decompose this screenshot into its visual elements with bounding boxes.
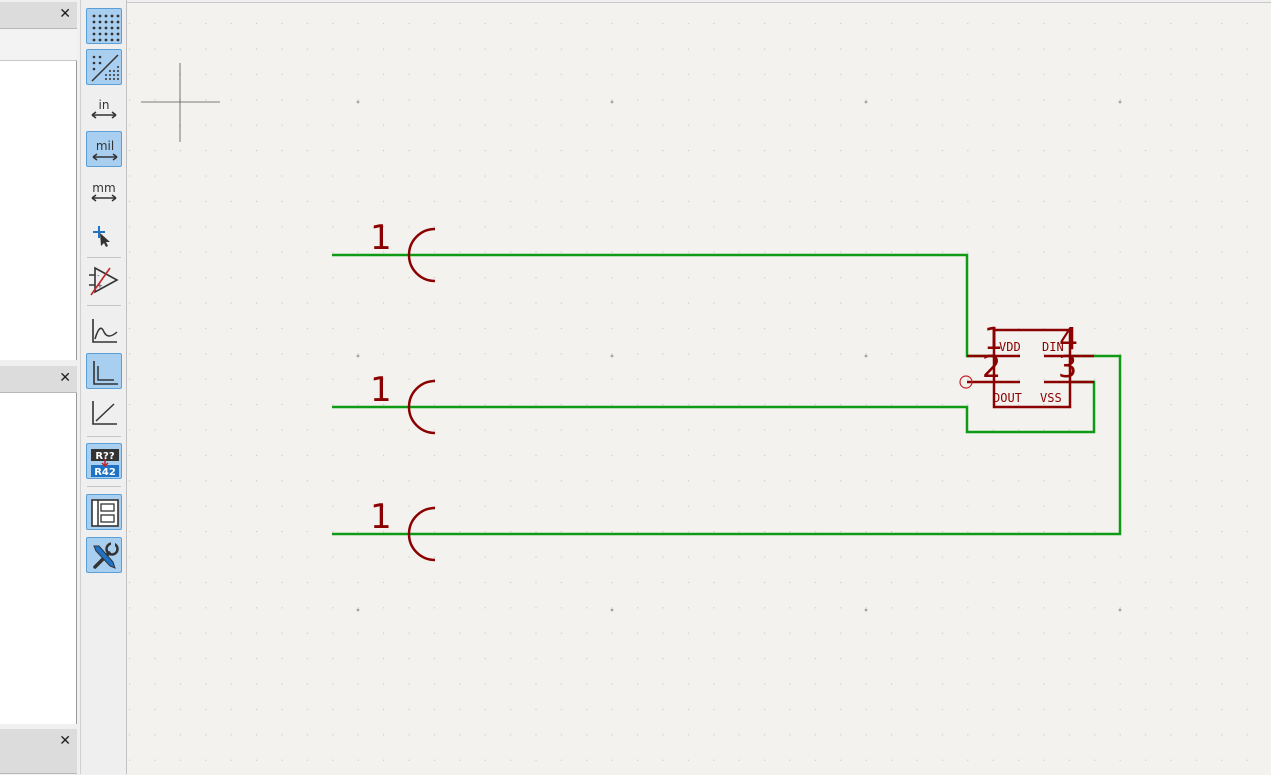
svg-text:mm: mm (92, 181, 115, 195)
chip-pin-3-number: 3 (1058, 350, 1077, 385)
line-mode-45-button[interactable] (86, 394, 122, 430)
svg-text:-: - (97, 272, 100, 280)
panel-3-header: ✕ (0, 729, 77, 774)
chip-pin-4-number: 4 (1059, 322, 1078, 357)
wrench-screwdriver-icon (93, 541, 119, 569)
forty-five-degree-lines-icon (92, 401, 117, 425)
full-crosshair-cursor-icon (93, 226, 110, 247)
units-millimeters-icon: mm (91, 181, 117, 202)
svg-text:in: in (99, 98, 110, 112)
cursor-style-button[interactable] (86, 215, 122, 251)
toolbar-separator (87, 305, 121, 306)
svg-text:+: + (97, 282, 103, 290)
chip-pin-name-din: DIN (1042, 340, 1064, 354)
connector-1[interactable]: 1 (370, 218, 436, 283)
grid-background (127, 3, 1271, 775)
chip-pin-1-number: 1 (984, 322, 1003, 357)
grid-override-button[interactable] (86, 49, 122, 85)
show-hidden-pins-button[interactable]: - + (86, 262, 122, 298)
wire-3 (332, 354, 1122, 536)
hidden-pins-opamp-icon: - + (89, 266, 119, 296)
connector-3[interactable]: 1 (370, 497, 436, 562)
units-mils-button[interactable]: mil (86, 131, 122, 167)
major-grid-dots (356, 100, 1122, 612)
svg-text:mil: mil (96, 139, 114, 153)
panel-1-body[interactable] (0, 61, 77, 360)
hierarchy-panel-icon (91, 499, 119, 527)
annotate-button[interactable]: R?? R42 (86, 443, 122, 479)
units-mils-icon: mil (92, 139, 118, 161)
unconnected-pin-marker (959, 375, 973, 389)
line-mode-90-button[interactable] (86, 353, 122, 389)
grid-dots-icon (92, 14, 120, 42)
units-millimeters-button[interactable]: mm (86, 172, 122, 208)
grid-override-icon (91, 54, 119, 82)
grid-visibility-button[interactable] (86, 8, 122, 44)
panel-1-header: ✕ (0, 2, 77, 29)
panel-3-close-icon[interactable]: ✕ (59, 733, 71, 749)
free-angle-graph-icon (92, 319, 118, 343)
connector-2-pin-number: 1 (370, 370, 392, 410)
toolbar-separator (87, 486, 121, 487)
connector-1-pin-number: 1 (370, 218, 392, 258)
line-mode-free-button[interactable] (86, 312, 122, 348)
svg-text:R??: R?? (95, 451, 115, 462)
connector-2[interactable]: 1 (370, 370, 436, 435)
toolbar-separator (87, 436, 121, 437)
panel-2-close-icon[interactable]: ✕ (59, 370, 71, 386)
properties-panel-button[interactable] (86, 537, 122, 573)
panel-1-subheader (0, 29, 77, 61)
panel-2-header: ✕ (0, 366, 77, 393)
chip-pin-name-vss: VSS (1040, 391, 1062, 405)
led-chip-symbol[interactable]: 1 2 4 3 VDD DIN DOUT VSS (959, 322, 1094, 409)
chip-body (992, 328, 1072, 409)
units-inches-icon: in (91, 98, 117, 119)
chip-pin-name-vdd: VDD (999, 340, 1021, 354)
crosshair-cursor-icon (141, 63, 220, 142)
schematic-drawing[interactable]: 1 1 1 1 2 4 3 VDD DIN DOUT VSS (127, 3, 1271, 775)
svg-text:R42: R42 (94, 467, 116, 478)
panel-2-body[interactable] (0, 393, 77, 724)
connector-3-pin-number: 1 (370, 497, 392, 537)
panel-1-close-icon[interactable]: ✕ (59, 6, 71, 22)
toolbar-separator (87, 257, 121, 258)
schematic-canvas[interactable]: 1 1 1 1 2 4 3 VDD DIN DOUT VSS (127, 2, 1271, 775)
left-toolbar: in mil mm - + (80, 0, 127, 774)
chip-pin-name-dout: DOUT (993, 391, 1022, 405)
units-inches-button[interactable]: in (86, 90, 122, 126)
annotate-icon: R?? R42 (91, 449, 119, 478)
chip-pin-2-number: 2 (982, 350, 1001, 385)
ninety-degree-lines-icon (93, 361, 118, 385)
hierarchy-navigator-button[interactable] (86, 494, 122, 530)
